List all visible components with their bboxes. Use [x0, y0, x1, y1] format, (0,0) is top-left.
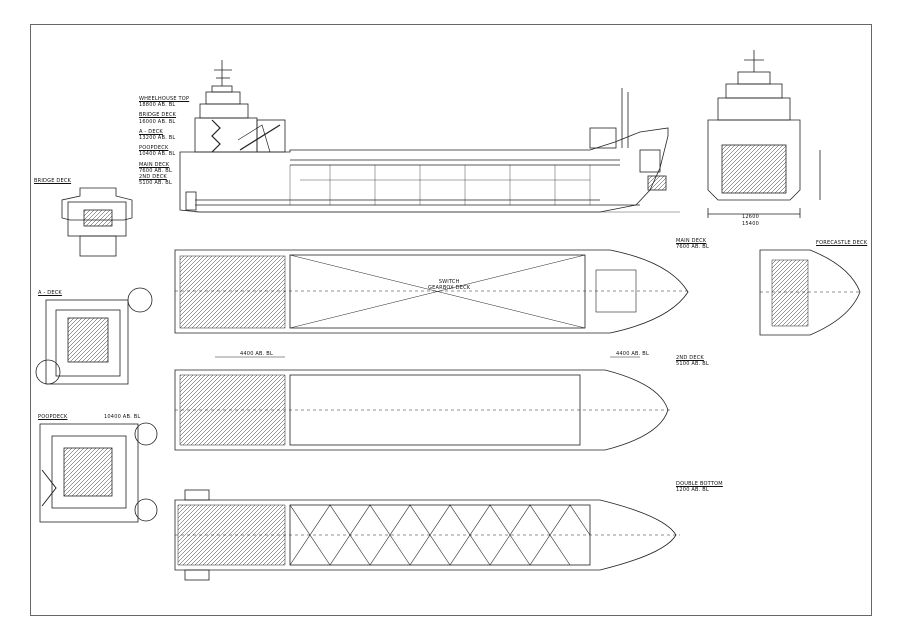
second-deck-title-block: 2nd DECK 5100 ab. BL [676, 355, 709, 367]
drawing-sheet [30, 24, 872, 616]
hold-label-line-2: GEARBOX DECK [428, 285, 471, 292]
midship-breadth-dimension: 12600 [742, 214, 760, 220]
double-bottom-plan [174, 489, 680, 581]
hold-label-line-1: SWITCH [438, 279, 460, 285]
bridge-deck-plan [61, 187, 133, 257]
second-deck-level-label: 2nd DECK [139, 174, 167, 181]
bridge-deck-title: BRIDGE DECK [34, 178, 72, 184]
wheelhouse-top-label: WHEELHOUSE TOP [139, 96, 190, 102]
elevation-level-labels: WHEELHOUSE TOP 18800 ab. BL BRIDGE DECK … [139, 96, 189, 186]
poopdeck-level-label: POOPDECK [139, 145, 169, 152]
a-deck-level: 13200 ab. BL [139, 135, 176, 142]
a-deck-level-label: A - DECK [139, 128, 163, 135]
double-bottom-level: 1200 ab. BL [676, 487, 709, 494]
bridge-deck-level-label: BRIDGE DECK [139, 112, 177, 119]
poopdeck-level: 10400 ab. BL [104, 414, 141, 420]
poopdeck-plan [39, 422, 158, 523]
hold-label: SWITCH GEARBOX DECK [428, 279, 470, 291]
a-deck-plan [35, 287, 153, 385]
main-deck-title: MAIN DECK [676, 238, 707, 244]
midship-section [707, 50, 821, 218]
second-deck-plan [174, 356, 670, 451]
second-deck-title: 2nd DECK [676, 355, 704, 361]
bridge-deck-level: 16000 ab. BL [139, 118, 176, 125]
forecastle-deck-title: FORECASTLE DECK [816, 240, 868, 246]
main-deck-plan [174, 249, 690, 334]
main-deck-level: 7600 ab. BL [139, 167, 172, 174]
second-deck-dimension-right: 4400 ab. BL [616, 351, 649, 357]
poopdeck-level: 10400 ab. BL [139, 151, 176, 158]
side-elevation [179, 60, 680, 213]
forecastle-deck-plan [759, 249, 862, 336]
second-deck-level: 5100 ab. BL [139, 180, 172, 187]
midship-overall-dimension: 15400 [742, 221, 760, 227]
second-deck-dimension-left: 4400 ab. BL [240, 351, 273, 357]
main-deck-plan-level: 7600 ab. BL [676, 244, 709, 251]
poopdeck-title: POOPDECK [38, 414, 68, 420]
a-deck-title: A - DECK [38, 290, 62, 296]
double-bottom-title-block: DOUBLE BOTTOM 1200 ab. BL [676, 481, 723, 493]
double-bottom-title: DOUBLE BOTTOM [676, 481, 723, 487]
main-deck-level-label: MAIN DECK [139, 161, 170, 168]
main-deck-title-block: MAIN DECK 7600 ab. BL [676, 238, 709, 250]
second-deck-plan-level: 5100 ab. BL [676, 361, 709, 368]
wheelhouse-top-level: 18800 ab. BL [139, 102, 176, 109]
